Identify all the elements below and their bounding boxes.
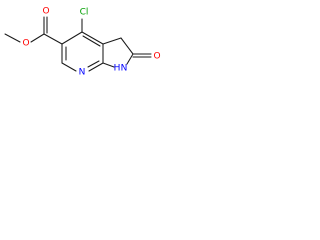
bonds [4, 16, 152, 72]
bond-n7-c6 [61, 62, 77, 72]
bond-c4-c3a [81, 31, 104, 45]
atom-methyl-oxygen: O [22, 39, 29, 49]
atom-chlorine: Cl [80, 8, 89, 18]
molecule-structure: O O Cl N H N O [4, 7, 161, 78]
structure-canvas: O O Cl N H N O [0, 0, 200, 100]
bond-c2-n1 [126, 53, 134, 65]
atom-carbonyl-oxygen: O [42, 7, 49, 17]
atom-nh-nitrogen: N [121, 64, 128, 74]
atom-labels: O O Cl N H N O [22, 7, 160, 78]
atom-pyridine-nitrogen: N [79, 68, 86, 78]
bond-c3a-c3 [102, 37, 122, 45]
bond-carbonyl-c5 [43, 33, 63, 45]
bond-n1-c7a [102, 62, 115, 68]
bond-o-carbonyl [30, 33, 45, 43]
atom-lactam-oxygen: O [153, 52, 160, 62]
atom-nh-hydrogen: H [114, 64, 121, 74]
bond-c7a-n7-inner [87, 60, 100, 68]
bond-c3-c2 [120, 37, 134, 55]
bond-c4-c3a-inner [82, 35, 101, 47]
bond-c5-c4 [61, 31, 83, 45]
bond-c7a-n7 [88, 62, 104, 72]
bond-methyl-o [4, 33, 21, 43]
